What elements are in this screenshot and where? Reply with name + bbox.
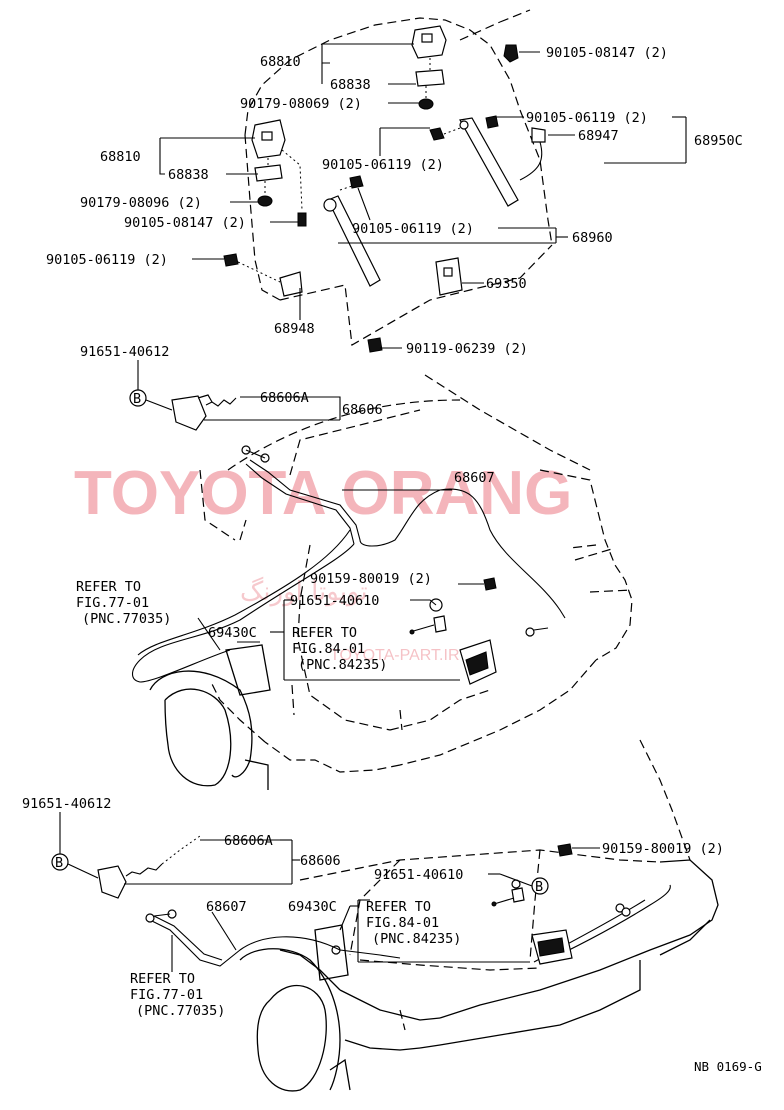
label-68950c: 68950C [694,133,743,149]
hinge-upper [411,25,447,110]
lever-68606-upper: B [129,360,341,431]
label-refer-b-2: FIG.84-01 [292,641,365,657]
label-69430c-b: 69430C [288,899,337,915]
label-68947: 68947 [578,128,619,144]
label-91651-40610-b: 91651-40610 [374,867,463,883]
circle-b-2: B [55,855,63,871]
label-91651-40612-a: 91651-40612 [80,344,169,360]
stay-68960 [323,175,381,287]
label-68838-b: 68838 [168,167,209,183]
watermark-text: TOYOTA ORANG [74,459,572,528]
bolt-90105-08147-top [503,44,540,63]
label-68606-a: 68606 [342,402,383,418]
label-91651-40612-b: 91651-40612 [22,796,111,812]
back-door-outline [244,9,553,346]
cable-68607-lower [145,884,671,967]
label-68960: 68960 [572,230,613,246]
figure-code: NB 0169-G [694,1059,762,1074]
label-68606a-b: 68606A [224,833,273,849]
circle-b-3: B [535,879,543,895]
bracket-68948 [223,253,303,297]
label-refer-d-2: FIG.77-01 [130,987,203,1003]
label-refer-a-3: (PNC.77035) [82,611,171,627]
vehicle-lower-outline [239,739,719,1092]
label-refer-c-2: FIG.84-01 [366,915,439,931]
label-90179-08069: 90179-08069 (2) [240,96,362,112]
middle-leaders [197,489,484,681]
label-90105-08147-b: 90105-08147 (2) [124,215,246,231]
label-68810-b: 68810 [100,149,141,165]
label-refer-a-1: REFER TO [76,579,141,595]
label-90105-06119-a: 90105-06119 (2) [526,110,648,126]
lock-69350 [435,257,463,296]
lock-actuator-lower: B [491,843,573,965]
hinge-lower [251,119,307,227]
label-90105-06119-b: 90105-06119 (2) [322,157,444,173]
label-68948: 68948 [274,321,315,337]
label-68607-a: 68607 [454,470,495,486]
label-90119-06239: 90119-06239 (2) [406,341,528,357]
label-refer-d-1: REFER TO [130,971,195,987]
label-68606a-a: 68606A [260,390,309,406]
label-90159-80019-b: 90159-80019 (2) [602,841,724,857]
label-refer-b-1: REFER TO [292,625,357,641]
top-leaders [159,43,687,349]
label-90179-08096: 90179-08096 (2) [80,195,202,211]
label-68838-a: 68838 [330,77,371,93]
label-69350: 69350 [486,276,527,292]
stay-68947 [429,115,546,207]
part-labels: 68810 68838 90105-08147 (2) 90179-08069 … [22,45,762,1074]
lower-leaders [171,847,600,972]
label-68606-b: 68606 [300,853,341,869]
label-68810-a: 68810 [260,54,301,70]
label-68607-b: 68607 [206,899,247,915]
bolt-90119-06239 [367,337,383,353]
label-90159-80019-a: 90159-80019 (2) [310,571,432,587]
label-90105-08147-a: 90105-08147 (2) [546,45,668,61]
label-69430c-a: 69430C [208,625,257,641]
label-91651-40610-a: 91651-40610 [290,593,379,609]
label-refer-a-2: FIG.77-01 [76,595,149,611]
vehicle-upper-outline [149,374,633,790]
watermark-site: TOYOTA-PART.IR [330,647,460,664]
label-refer-c-3: (PNC.84235) [372,931,461,947]
label-refer-d-3: (PNC.77035) [136,1003,225,1019]
lock-actuator-upper [409,577,497,685]
lever-68606-lower: B [51,812,300,899]
circle-b-1: B [133,391,141,407]
label-refer-c-1: REFER TO [366,899,431,915]
label-90105-06119-c: 90105-06119 (2) [352,221,474,237]
label-90105-06119-d: 90105-06119 (2) [46,252,168,268]
label-refer-b-3: (PNC.84235) [298,657,387,673]
